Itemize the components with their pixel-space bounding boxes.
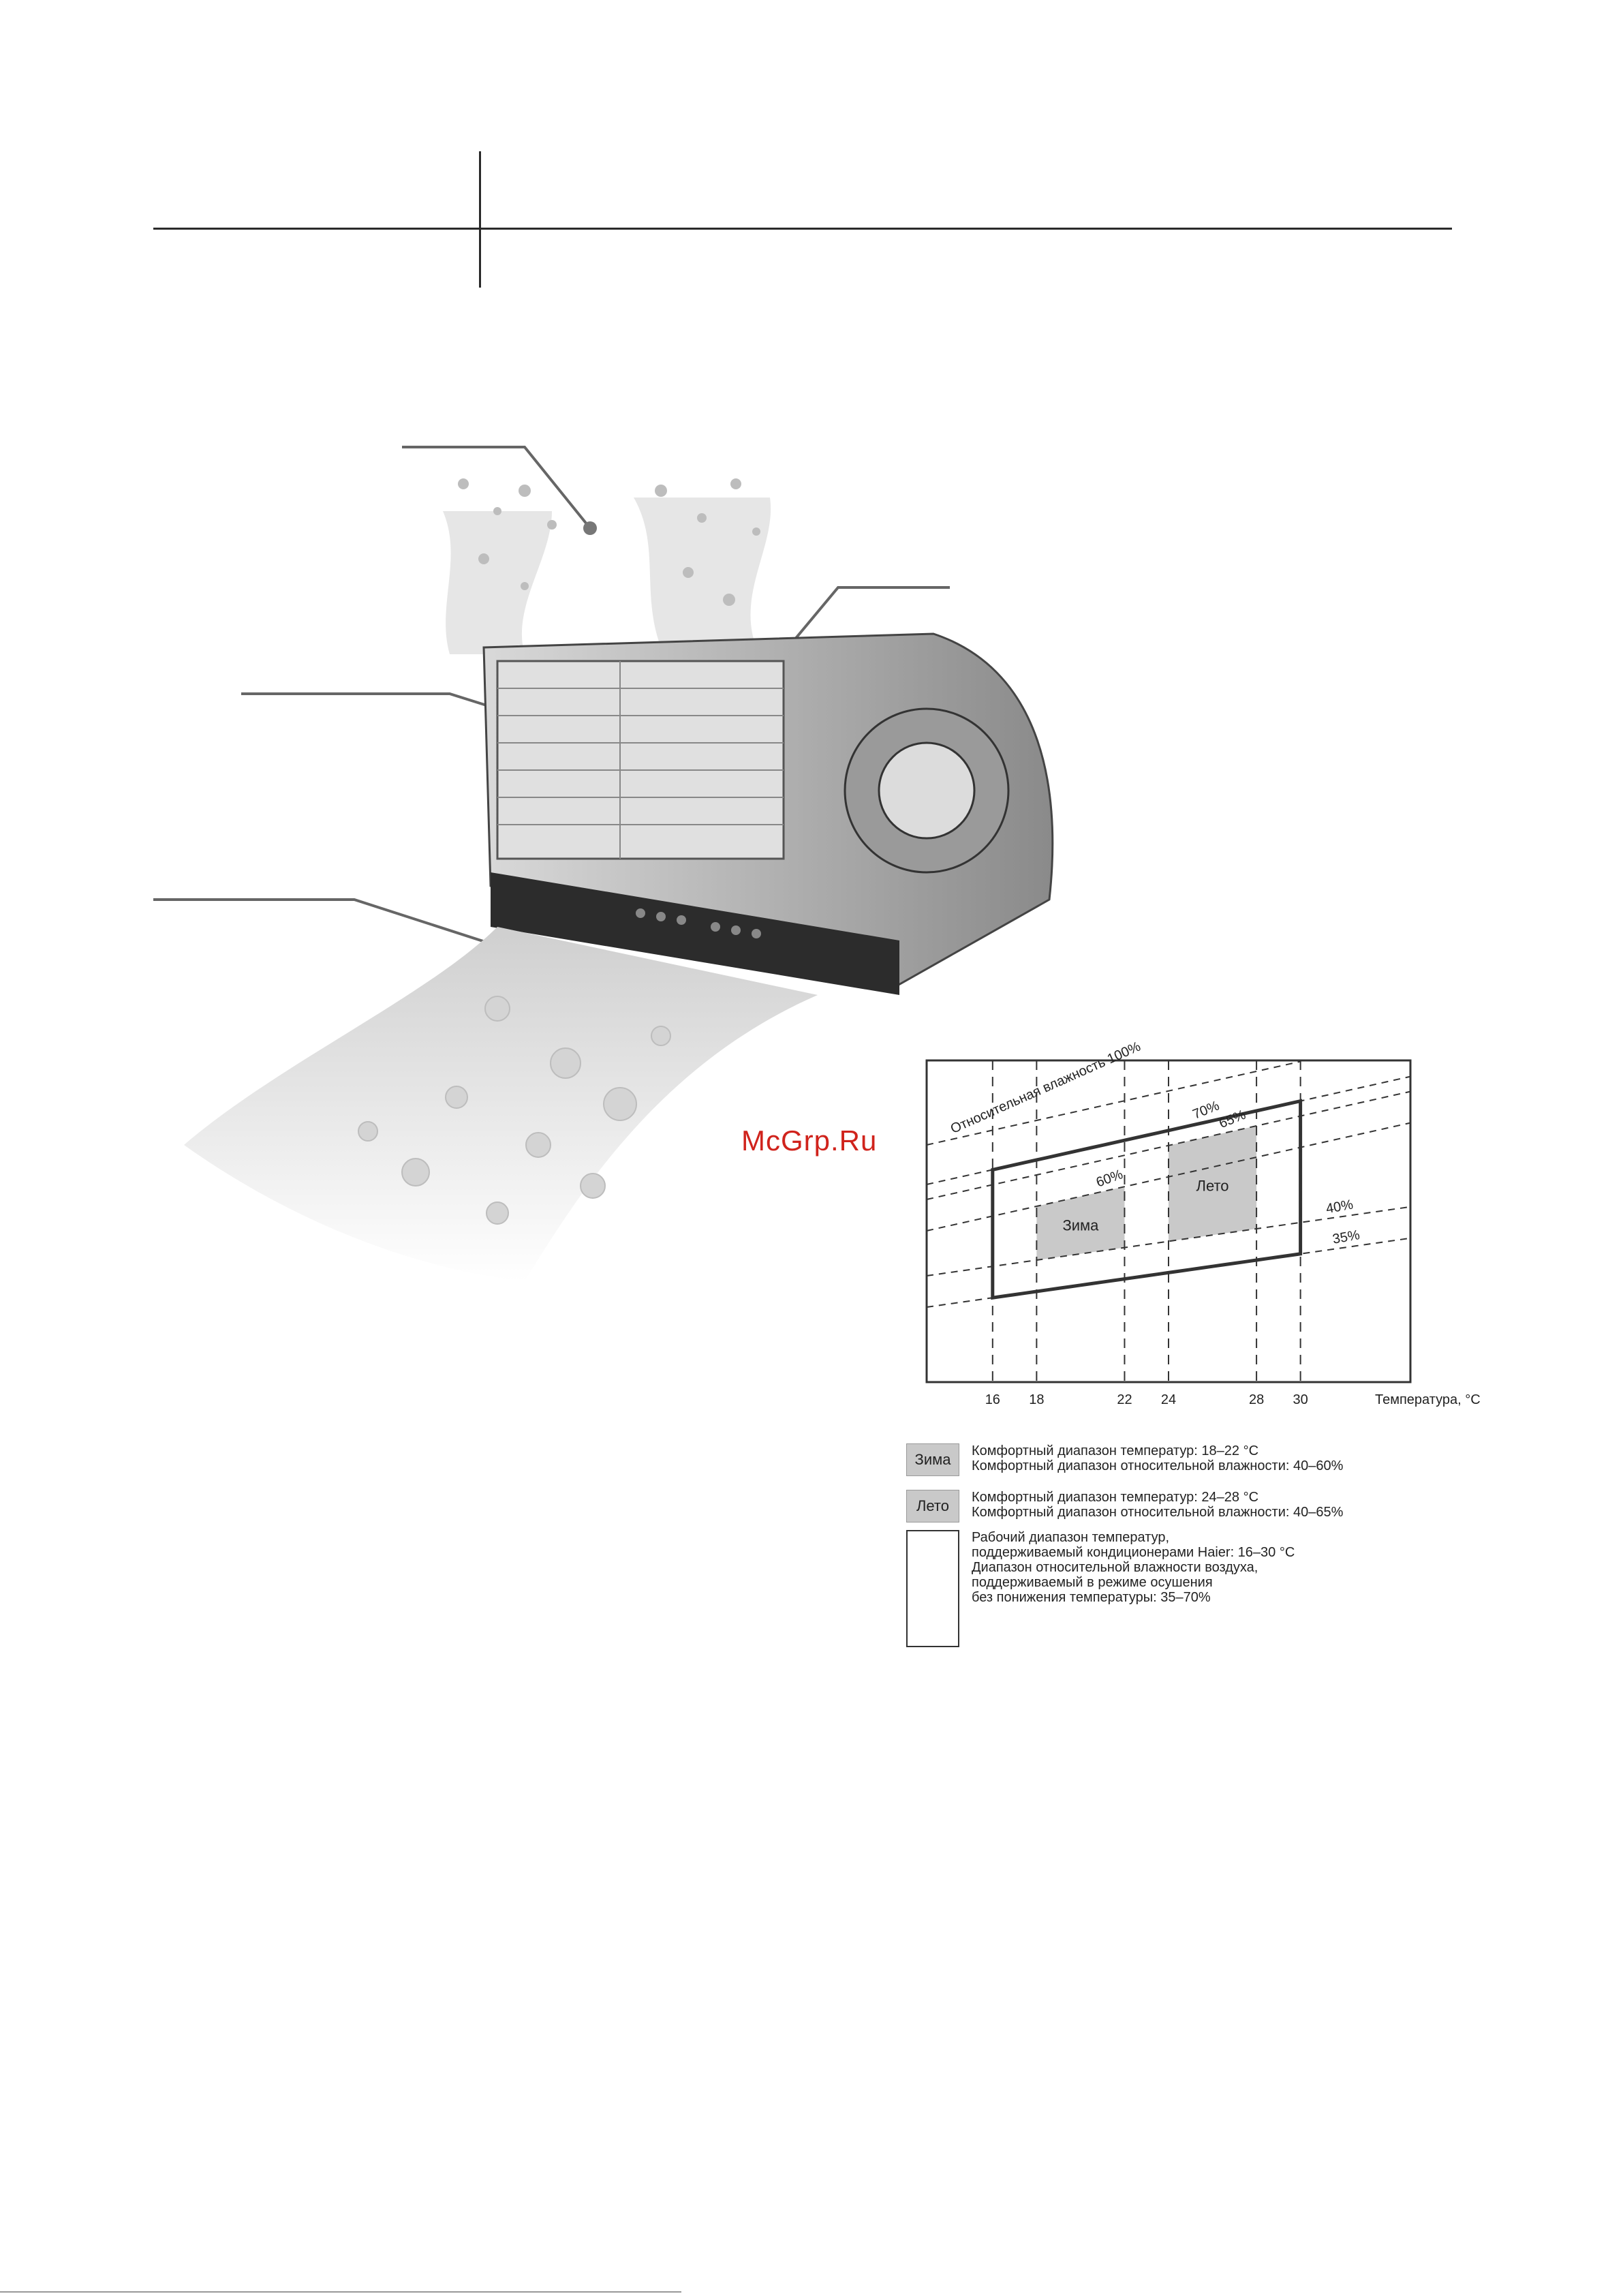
watermark: McGrp.Ru — [741, 1124, 878, 1157]
footer-rule — [0, 2291, 681, 2293]
legend-text-line: без понижения температуры: 35–70% — [972, 1590, 1211, 1605]
x-tick-label: 18 — [1029, 1392, 1044, 1407]
header-rule — [153, 228, 1452, 230]
callout-line-right — [782, 586, 950, 654]
legend-text-line: Диапазон относительной влажности воздуха… — [972, 1560, 1258, 1575]
x-tick-label: 16 — [985, 1392, 1000, 1407]
air-conditioner-illustration — [143, 409, 1097, 1315]
humidity-curve — [926, 1237, 1411, 1308]
comfort-region — [1169, 1126, 1257, 1242]
legend-text-line: Комфортный диапазон температур: 24–28 °C — [972, 1490, 1259, 1505]
humidity-label: 60% — [1094, 1167, 1125, 1190]
region-label: Лето — [1196, 1177, 1229, 1194]
air-intake-plume-left — [443, 511, 552, 654]
air-outflow — [184, 927, 818, 1281]
legend-text-line: поддерживаемый в режиме осушения — [972, 1575, 1213, 1590]
callout-dot-top — [583, 521, 597, 535]
legend-text-line: Рабочий диапазон температур, — [972, 1530, 1170, 1545]
comfort-region — [1036, 1187, 1125, 1260]
humidity-label: Относительная влажность 100% — [948, 1039, 1143, 1137]
x-tick-label: 22 — [1117, 1392, 1132, 1407]
front-panel — [491, 872, 899, 995]
air-intake-plume-right — [634, 498, 771, 647]
humidity-curve — [926, 1206, 1411, 1276]
x-tick-label: 24 — [1161, 1392, 1176, 1407]
legend-swatch-working-range — [906, 1530, 959, 1647]
humidity-curve — [926, 1060, 1301, 1146]
x-tick-label: 28 — [1249, 1392, 1264, 1407]
x-tick-label: 30 — [1293, 1392, 1308, 1407]
legend-text-line: Комфортный диапазон относительной влажно… — [972, 1505, 1344, 1520]
legend-text-line: Комфортный диапазон относительной влажно… — [972, 1458, 1344, 1473]
callout-line-top — [402, 446, 591, 530]
x-axis-label: Температура, °C — [1375, 1392, 1481, 1407]
region-label: Зима — [1062, 1217, 1099, 1234]
legend-text-line: поддерживаемый кондиционерами Haier: 16–… — [972, 1545, 1295, 1560]
humidity-label: 40% — [1325, 1197, 1354, 1217]
legend-text-line: Комфортный диапазон температур: 18–22 °C — [972, 1443, 1259, 1458]
legend-swatch-winter: Зима — [906, 1443, 959, 1476]
humidity-label: 65% — [1217, 1107, 1248, 1131]
filter-panel — [496, 660, 785, 860]
header-divider — [479, 151, 481, 288]
callout-line-filter — [241, 692, 498, 710]
humidity-label: 35% — [1331, 1227, 1361, 1247]
legend-swatch-summer: Лето — [906, 1490, 959, 1522]
